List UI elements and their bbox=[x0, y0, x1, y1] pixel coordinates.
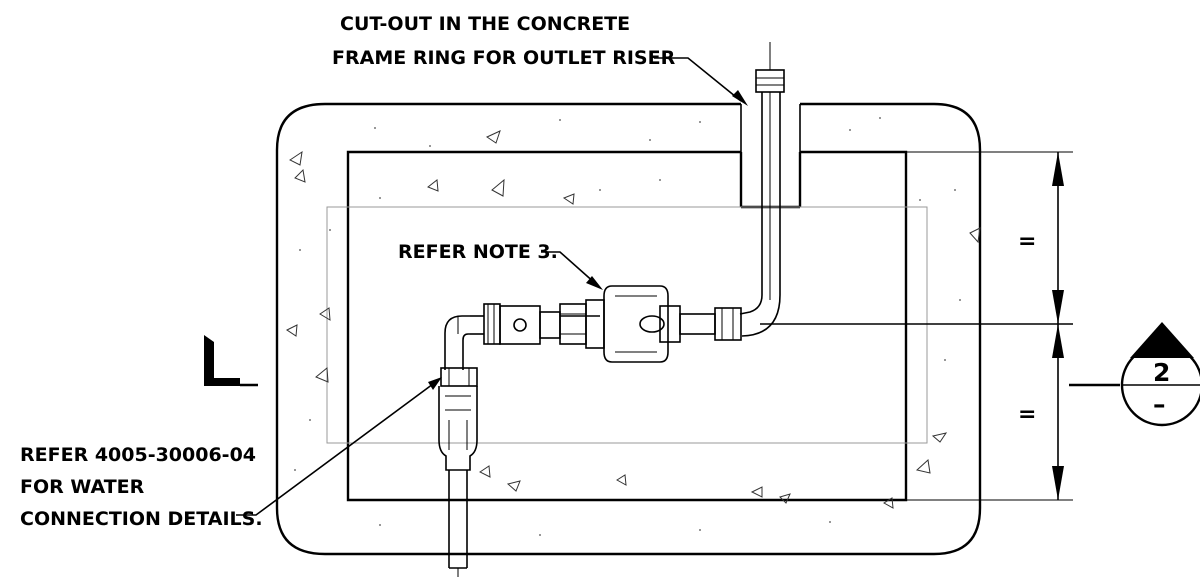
section-number: 2 bbox=[1153, 358, 1170, 387]
note-refer-doc-line2: FOR WATER bbox=[20, 476, 145, 498]
concrete-frame-outline bbox=[275, 102, 982, 556]
leader-lines bbox=[236, 57, 748, 516]
note-refer-note-3: REFER NOTE 3. bbox=[398, 241, 558, 263]
note-refer-doc-line1: REFER 4005-30006-04 bbox=[20, 444, 256, 466]
horizontal-pipe-assembly bbox=[438, 285, 742, 577]
pit-inner-outline bbox=[346, 150, 908, 502]
section-cut-mark-left bbox=[204, 335, 258, 387]
dimension-lines bbox=[760, 151, 1073, 501]
note-cutout-line1: CUT-OUT IN THE CONCRETE bbox=[340, 13, 630, 35]
concrete-hatch bbox=[286, 117, 981, 536]
section-marker: 2 – bbox=[1069, 322, 1200, 427]
outlet-riser bbox=[739, 42, 785, 337]
note-cutout-line2: FRAME RING FOR OUTLET RISER bbox=[332, 47, 676, 69]
hidden-frame-outline bbox=[326, 206, 928, 444]
section-sheet: – bbox=[1153, 390, 1166, 419]
dimension-equal-upper: = bbox=[1018, 229, 1036, 254]
note-refer-doc-line3: CONNECTION DETAILS. bbox=[20, 508, 263, 530]
dimension-equal-lower: = bbox=[1018, 402, 1036, 427]
